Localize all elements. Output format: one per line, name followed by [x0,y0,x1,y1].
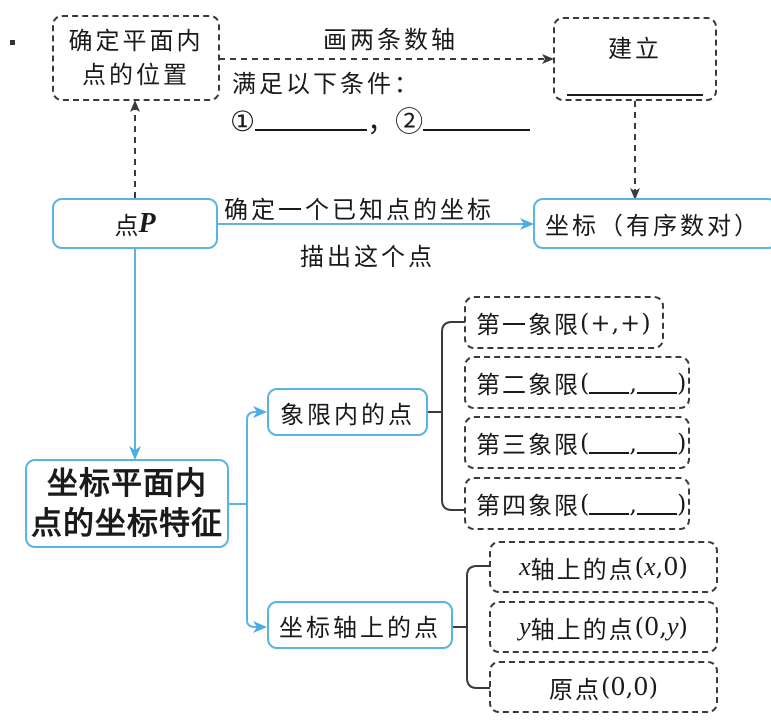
coord-var: x [644,552,656,581]
origin-text: 原点 [549,675,602,704]
determine-position-line2: 点的位置 [82,61,190,89]
quadrant-name: 第一象限 [476,311,580,339]
axis-item: 原点(0,0) [489,661,718,713]
condition-1-blank[interactable] [255,109,368,131]
comma: , [629,428,638,457]
quadrant-item: 第三象限(,) [464,416,690,469]
axis-points-box: 坐标轴上的点 [267,601,453,649]
quadrant-x-sign-blank[interactable] [589,432,630,454]
quadrant-item: 第二象限(,) [464,356,690,409]
conditions-label: 满足以下条件： [232,70,421,98]
brace-quadrants [428,321,465,511]
origin-coord: (0,0) [601,673,658,701]
quadrant-points-label: 象限内的点 [280,400,415,429]
coord-rest: ) [678,613,688,641]
feature-line1: 坐标平面内 [47,465,207,502]
establish-blank[interactable] [567,94,703,96]
feature-line2: 点的坐标特征 [31,505,223,542]
plot-point-label: 描出这个点 [300,243,435,271]
coordinate-box: 坐标（有序数对） [533,198,771,249]
arrow-feature-to-axis [246,504,267,633]
quadrant-y-sign-blank[interactable] [637,372,678,394]
condition-separator: ， [367,105,396,138]
comma: , [629,489,638,518]
paren-open: ( [580,368,590,397]
axis-var: x [519,552,531,581]
condition-2-marker: ② [395,105,424,138]
feature-box: 坐标平面内 点的坐标特征 [25,459,229,548]
axis-var: y [519,612,531,641]
quadrant-points-box: 象限内的点 [267,388,428,436]
axis-text: 轴上的点 [530,555,635,584]
quadrant-y-sign-blank[interactable] [637,432,678,454]
determine-position-line1: 确定平面内 [68,27,204,55]
paren-close: ) [677,428,687,457]
quadrant-x-sign-blank[interactable] [589,372,630,394]
paren-open: ( [580,428,590,457]
determine-coord-label: 确定一个已知点的坐标 [224,196,494,224]
quadrant-name: 第二象限 [476,371,580,399]
draw-axes-label: 画两条数轴 [323,26,458,54]
determine-position-box: 确定平面内 点的位置 [52,15,220,101]
establish-box: 建立 [553,17,717,101]
quadrant-item: 第四象限(,) [464,477,690,530]
coord-var: y [666,612,679,641]
point-p-var: P [138,207,156,239]
bullet-marker [10,40,15,45]
quadrant-name: 第四象限 [476,492,580,520]
quadrant-sign: (+,+) [580,308,652,337]
comma: , [629,368,638,397]
quadrant-x-sign-blank[interactable] [589,493,630,515]
coord-open: ( [634,553,645,581]
point-p-prefix: 点 [114,212,139,240]
paren-close: ) [677,368,687,397]
quadrant-item: 第一象限(+,+) [464,296,664,349]
conditions-blanks: ① ，② [230,100,531,140]
coord-open: (0, [634,613,667,641]
establish-label: 建立 [608,35,662,63]
axis-points-label: 坐标轴上的点 [279,613,441,642]
coordinate-label: 坐标（有序数对） [545,212,761,240]
quadrant-name: 第三象限 [476,431,580,459]
condition-1-marker: ① [230,105,256,138]
condition-2-blank[interactable] [423,109,531,131]
arrow-feature-to-quadrant [246,406,267,504]
quadrant-y-sign-blank[interactable] [637,493,678,515]
brace-axes [453,565,490,689]
coord-rest: ,0) [655,553,688,581]
axis-text: 轴上的点 [530,615,635,644]
paren-close: ) [677,489,687,518]
paren-open: ( [580,489,590,518]
